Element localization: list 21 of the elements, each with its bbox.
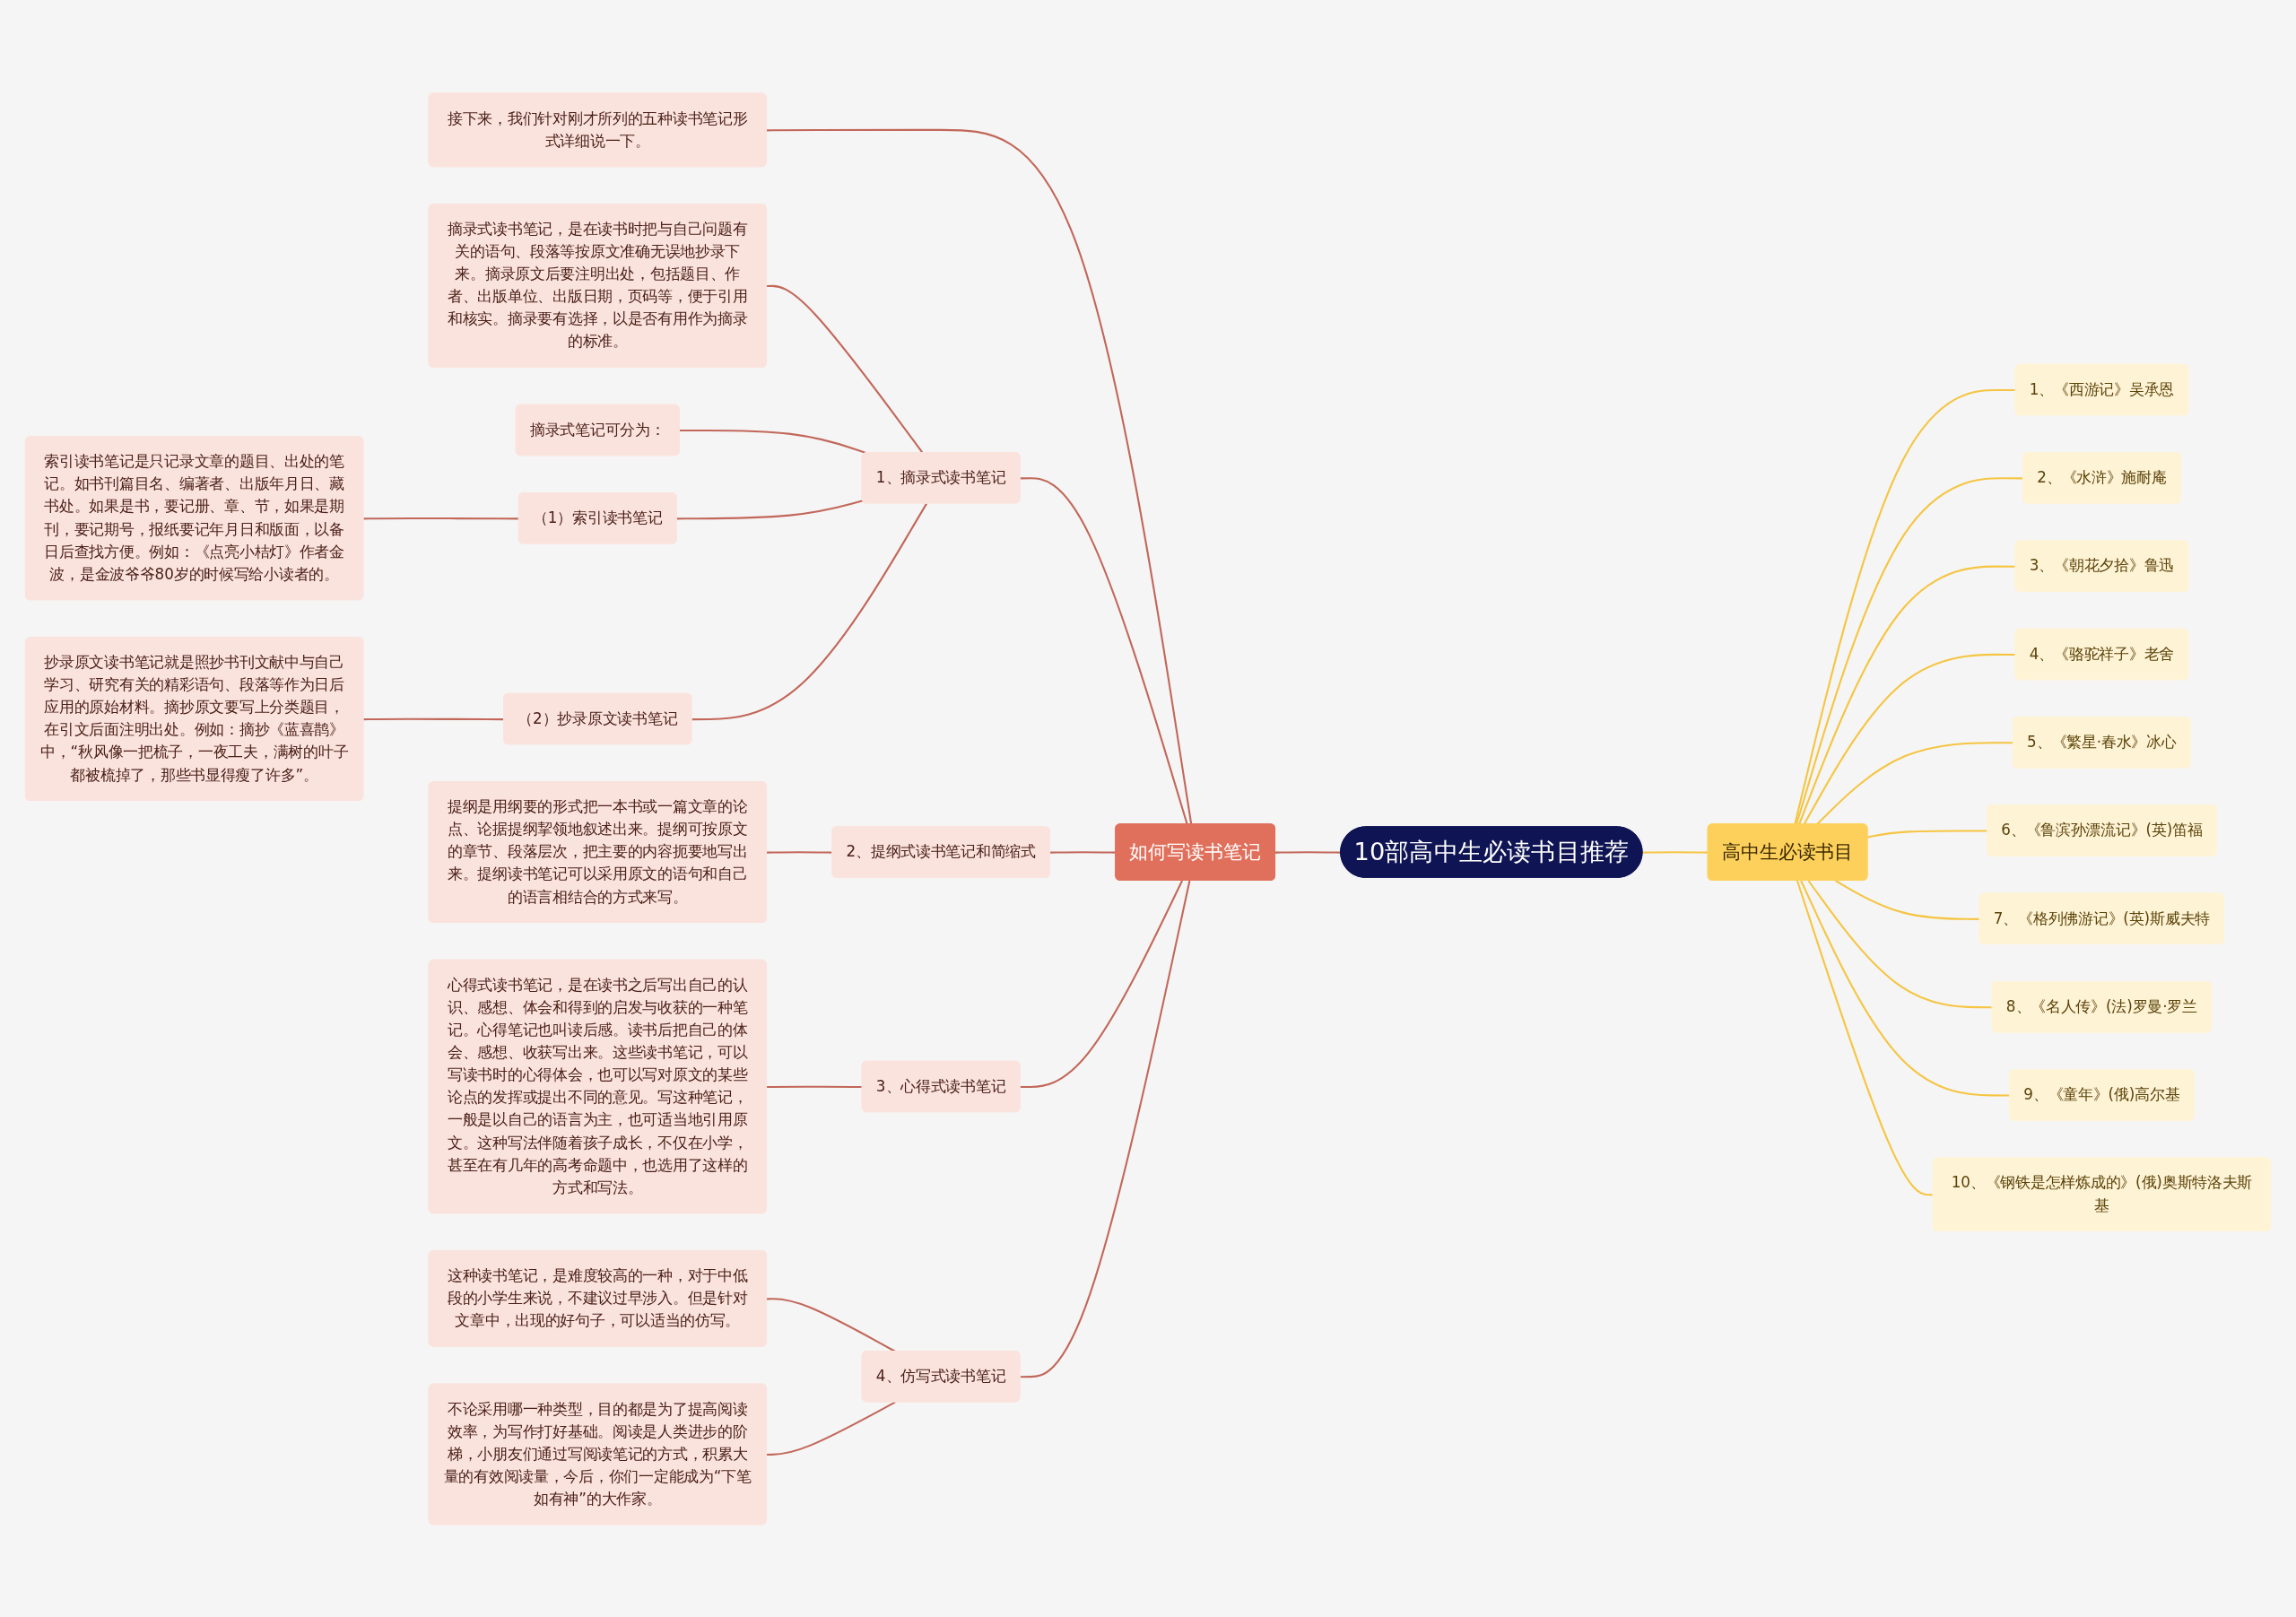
connector [1816, 741, 2013, 825]
connector [676, 499, 864, 519]
connector [1796, 476, 2023, 825]
connector [1020, 476, 1188, 825]
connector [679, 429, 867, 454]
connector [1867, 829, 1987, 839]
connector [1835, 879, 1980, 920]
connector [767, 1401, 896, 1456]
connector [691, 502, 927, 720]
connector [1020, 880, 1191, 1378]
connector [767, 1085, 863, 1088]
connector [363, 517, 519, 519]
connector [1803, 653, 2016, 825]
connector [1642, 850, 1709, 854]
connector [1796, 880, 1934, 1195]
connector [1020, 880, 1184, 1088]
connector [1807, 879, 1993, 1008]
connector [767, 128, 1193, 824]
connector [767, 284, 924, 454]
connector [1797, 565, 2016, 825]
connector [1794, 388, 2016, 824]
